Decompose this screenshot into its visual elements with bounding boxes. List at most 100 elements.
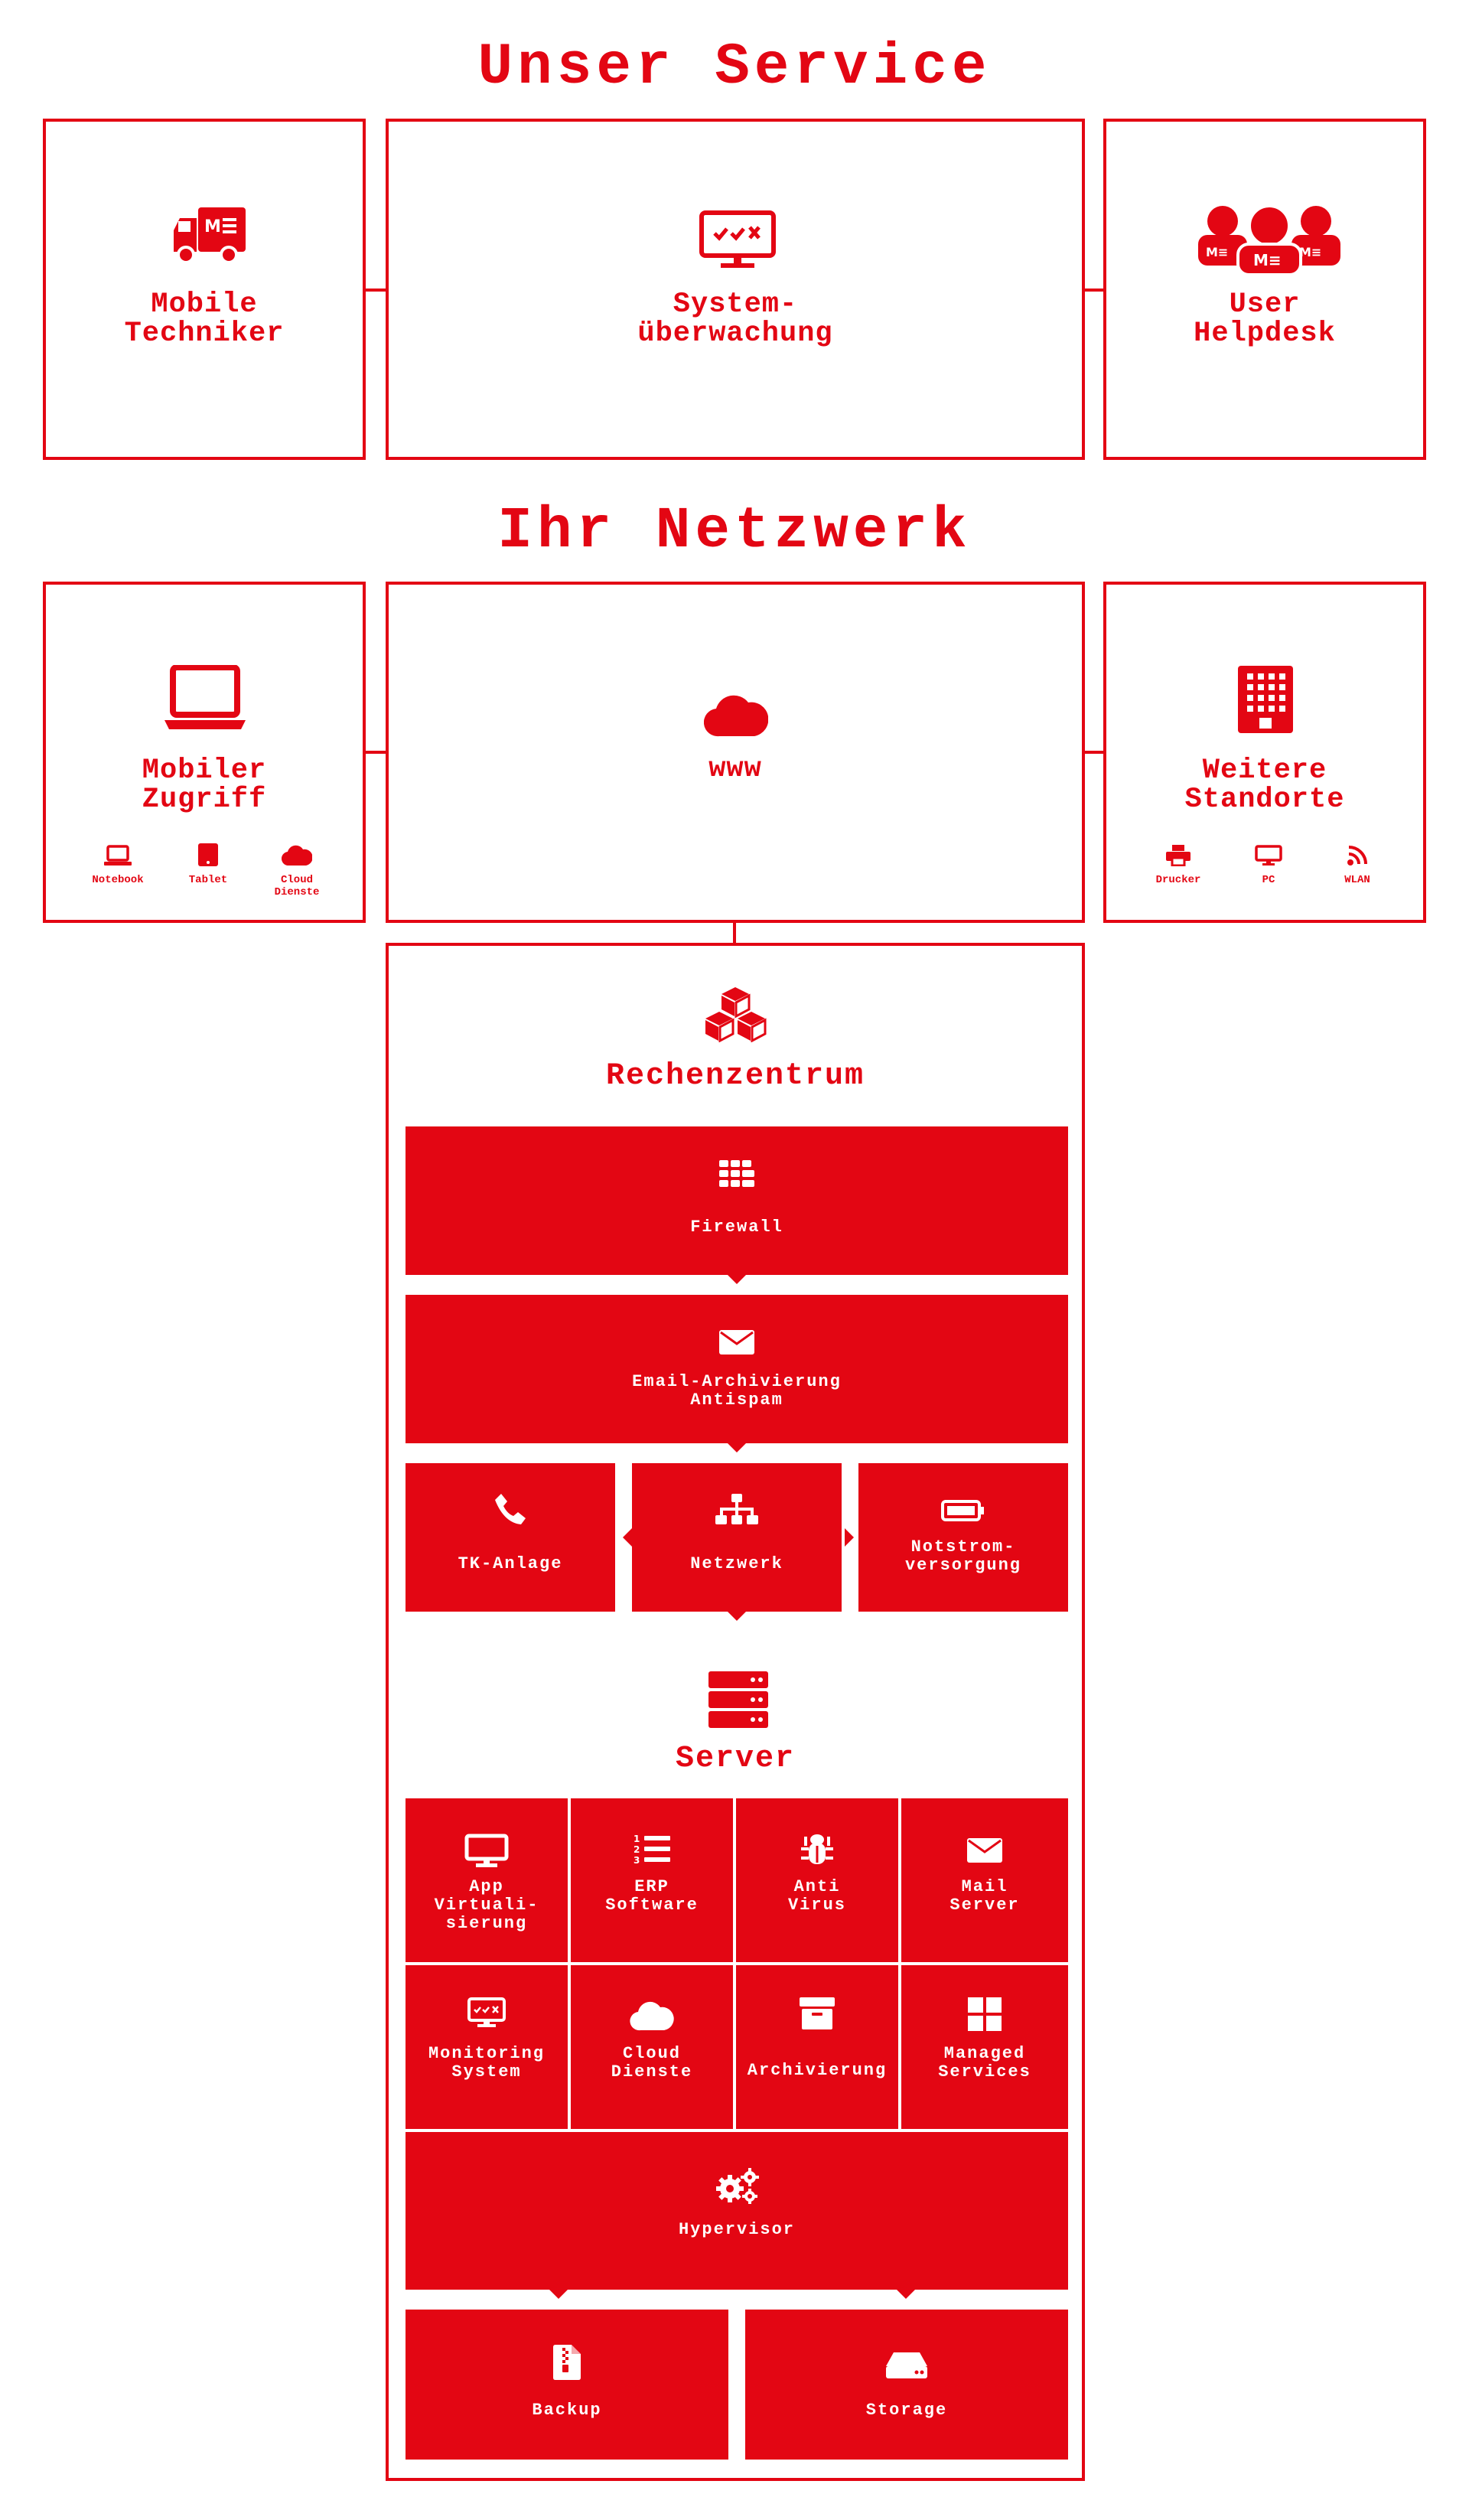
grid-anti-virus: Anti Virus <box>736 1798 898 1962</box>
file-zip-icon <box>553 2345 581 2380</box>
connector-line <box>1082 289 1106 292</box>
notebook-icon <box>104 845 132 866</box>
grid-label: Anti Virus <box>787 1877 846 1915</box>
monitor-check-icon <box>699 210 776 270</box>
tablet-icon <box>198 843 218 866</box>
service-title: Unser Service <box>477 34 992 100</box>
flow-arrow <box>845 1528 854 1547</box>
tk-anlage-block: TK-Anlage <box>406 1463 615 1612</box>
phone-icon <box>493 1492 527 1526</box>
sitemap-icon <box>715 1494 758 1526</box>
building-icon <box>1238 666 1293 733</box>
network-box-www: www <box>386 582 1085 923</box>
service-label: System- überwachung <box>637 289 833 350</box>
svg-text:M≡: M≡ <box>1206 245 1228 259</box>
service-box-mobile-techniker: M Mobile Techniker <box>43 119 366 460</box>
service-box-user-helpdesk: M≡ M≡ M≡ User Helpdesk <box>1103 119 1426 460</box>
cloud-icon <box>630 2000 674 2031</box>
laptop-icon <box>164 665 246 731</box>
connector-line <box>733 920 736 944</box>
netzwerk-label: Netzwerk <box>690 1554 783 1573</box>
grid-app-virtualisierung: App Virtuali- sierung <box>406 1798 568 1962</box>
grid-cloud-dienste: Cloud Dienste <box>571 1965 733 2129</box>
envelope-icon <box>967 1838 1002 1863</box>
network-label: www <box>708 753 762 785</box>
sub-item-drucker: Drucker <box>1140 845 1217 886</box>
network-title: Ihr Netzwerk <box>497 498 972 564</box>
grid-label: Mail Server <box>949 1877 1020 1915</box>
grid-label: Managed Services <box>938 2044 1031 2082</box>
netzwerk-block: Netzwerk <box>632 1463 842 1612</box>
hypervisor-block: Hypervisor <box>406 2132 1068 2290</box>
service-label: User Helpdesk <box>1194 289 1336 350</box>
svg-text:M≡: M≡ <box>1299 245 1321 259</box>
service-label: Mobile Techniker <box>124 289 285 350</box>
sub-item-pc: PC <box>1230 845 1307 886</box>
connector-line <box>1082 751 1106 754</box>
email-archiving-block: Email-Archivierung Antispam <box>406 1295 1068 1443</box>
hypervisor-label: Hypervisor <box>678 2220 796 2239</box>
grid-monitoring-system: Monitoring System <box>406 1965 568 2129</box>
windows-grid-icon <box>968 1997 1002 2031</box>
server-icon <box>708 1671 768 1728</box>
notstrom-label: Notstrom- versorgung <box>904 1537 1022 1575</box>
flow-arrow <box>897 2290 915 2299</box>
svg-text:1: 1 <box>634 1834 640 1844</box>
sub-item-tablet: Tablet <box>170 843 246 886</box>
tk-anlage-label: TK-Anlage <box>458 1554 563 1573</box>
svg-text:M≡: M≡ <box>1253 251 1282 269</box>
email-label: Email-Archivierung Antispam <box>632 1372 842 1410</box>
notstrom-block: Notstrom- versorgung <box>858 1463 1068 1612</box>
pc-icon <box>1255 845 1282 866</box>
network-box-mobiler-zugriff: Mobiler Zugriff Notebook Tablet Cloud Di… <box>43 582 366 923</box>
grid-managed-services: Managed Services <box>901 1965 1068 2129</box>
svg-text:M: M <box>204 217 221 236</box>
cubes-icon <box>704 986 767 1042</box>
helpdesk-people-icon: M≡ M≡ M≡ <box>1195 204 1344 275</box>
flow-arrow <box>728 1443 746 1452</box>
truck-icon: M <box>172 207 246 267</box>
cloud-icon <box>282 845 312 866</box>
flow-arrow <box>549 2290 568 2299</box>
flow-arrow <box>728 1612 746 1621</box>
grid-label: Archivierung <box>747 2061 888 2080</box>
printer-icon <box>1166 845 1191 866</box>
network-box-weitere-standorte: Weitere Standorte Drucker PC WLAN <box>1103 582 1426 923</box>
connector-line <box>363 289 386 292</box>
connector-line <box>363 751 386 754</box>
sub-item-notebook: Notebook <box>80 845 156 886</box>
server-title: Server <box>675 1742 796 1776</box>
grid-archivierung: Archivierung <box>736 1965 898 2129</box>
storage-label: Storage <box>865 2401 948 2420</box>
storage-block: Storage <box>745 2310 1068 2460</box>
datacenter-box: Rechenzentrum Firewall Email-Archivierun… <box>386 943 1085 2481</box>
backup-block: Backup <box>406 2310 728 2460</box>
grid-label: App Virtuali- sierung <box>434 1877 539 1933</box>
monitor-icon <box>464 1834 509 1867</box>
hard-drive-icon <box>886 2352 927 2378</box>
grid-label: Cloud Dienste <box>611 2044 693 2082</box>
firewall-icon <box>719 1160 754 1188</box>
flow-arrow <box>728 1275 746 1284</box>
grid-mail-server: Mail Server <box>901 1798 1068 1962</box>
battery-icon <box>941 1500 985 1521</box>
flow-arrow <box>623 1528 632 1547</box>
sub-item-wlan: WLAN <box>1319 845 1396 886</box>
cloud-icon <box>704 692 768 738</box>
backup-label: Backup <box>532 2401 602 2420</box>
sub-item-cloud-dienste: Cloud Dienste <box>259 845 335 898</box>
datacenter-title: Rechenzentrum <box>605 1059 865 1094</box>
envelope-icon <box>719 1330 754 1355</box>
gears-icon <box>715 2167 759 2204</box>
monitor-check-icon <box>467 1997 506 2028</box>
firewall-label: Firewall <box>690 1218 783 1237</box>
svg-text:3: 3 <box>634 1855 640 1864</box>
network-label: Mobiler Zugriff <box>142 755 267 816</box>
svg-text:2: 2 <box>634 1844 640 1855</box>
network-label: Weitere Standorte <box>1184 755 1345 816</box>
archive-box-icon <box>800 1997 835 2029</box>
grid-label: ERP Software <box>605 1877 699 1915</box>
firewall-block: Firewall <box>406 1126 1068 1275</box>
